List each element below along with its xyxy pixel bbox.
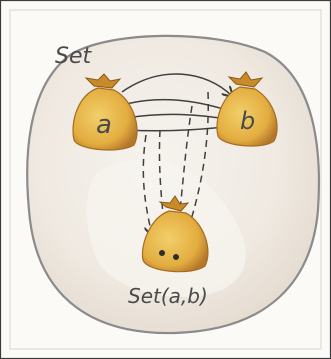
dashed-arrow-2 [159,129,165,232]
dashed-arrow-1 [142,134,152,235]
morphism-arrow-middle [121,98,230,111]
hom-bag-tie [158,195,190,212]
object-bag-a: a [72,73,138,151]
morphism-arrow-top [121,73,232,96]
bag-b-label: b [240,107,255,135]
element-dot-1 [159,250,165,256]
inner-border [9,9,322,350]
dashed-arrow-4 [186,91,210,235]
hom-set-label: Set(a,b) [128,284,208,308]
bag-b-tie [227,71,264,88]
hom-set-bag [141,195,209,273]
category-title: Set [55,44,93,69]
element-dot-2 [173,254,179,260]
object-bag-b: b [216,71,278,147]
bag-b-body [216,86,278,147]
bag-a-tie [84,73,122,89]
hom-bag-body [141,210,209,273]
bag-a-body [72,87,138,151]
bag-a-label: a [96,110,112,140]
